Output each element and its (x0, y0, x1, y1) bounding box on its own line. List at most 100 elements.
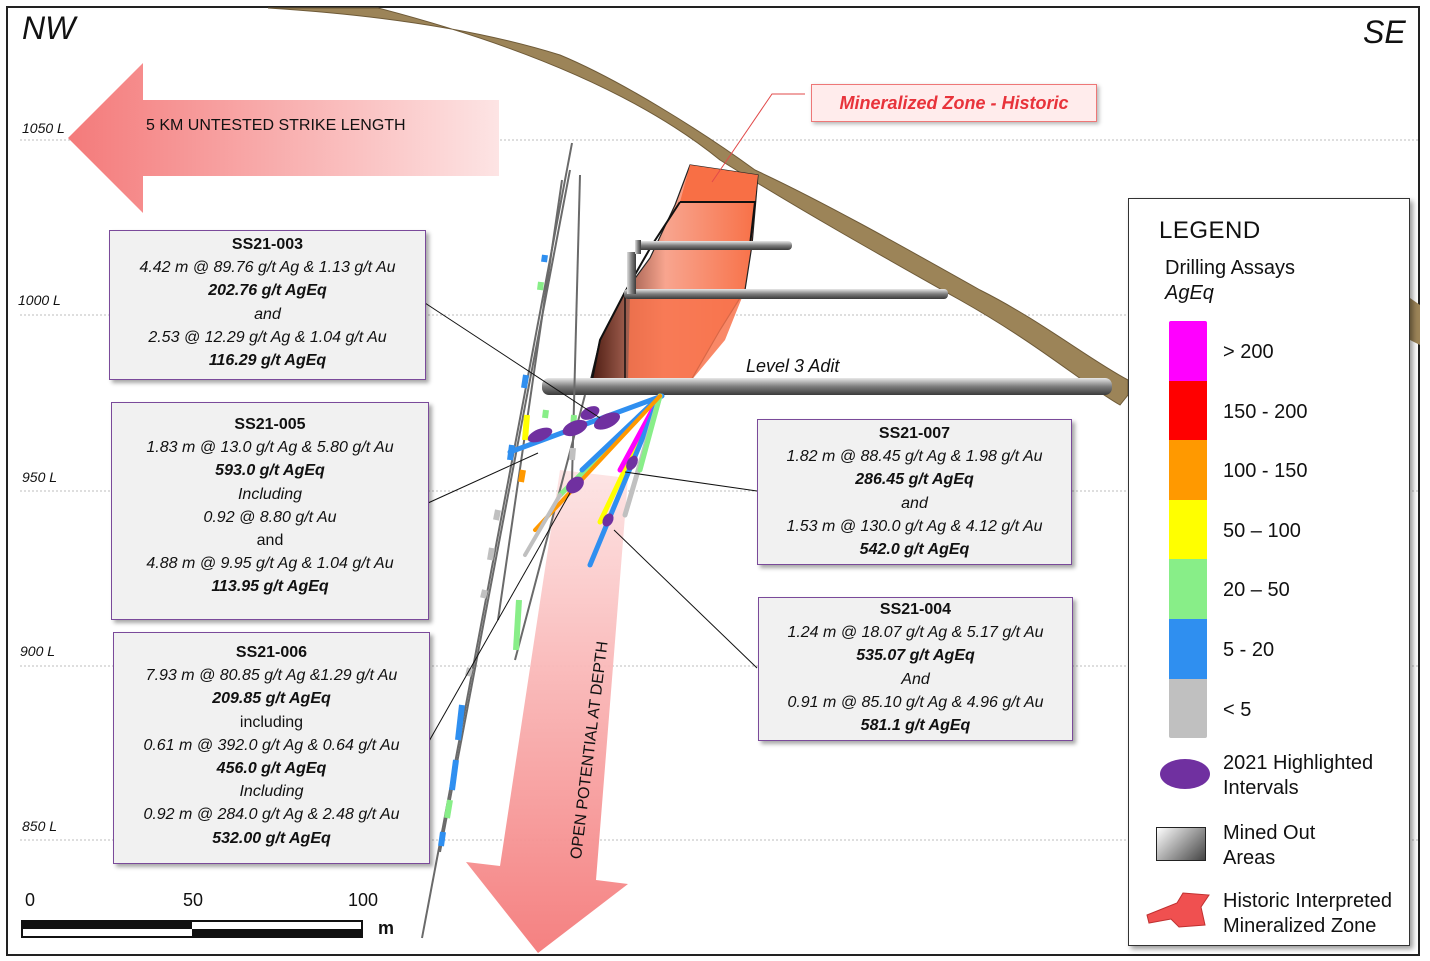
strike-arrow-label: 5 KM UNTESTED STRIKE LENGTH (146, 117, 406, 134)
callout-line: 535.07 g/t AgEq (856, 647, 975, 665)
callout-title: SS21-004 (879, 601, 952, 618)
callout-ss21-006: SS21-006 7.93 m @ 80.85 g/t Ag &1.29 g/t… (113, 632, 430, 864)
leader-ss21-004 (613, 529, 758, 669)
assay-seg (518, 469, 526, 483)
legend-class-label: > 200 (1223, 341, 1274, 363)
legend-historic-line1: Historic Interpreted (1223, 890, 1392, 912)
callout-ss21-005: SS21-005 1.83 m @ 13.0 g/t Ag & 5.80 g/t… (111, 402, 429, 620)
scale-bar-segment-1 (22, 921, 192, 929)
legend-class-label: < 5 (1223, 698, 1252, 721)
highlight-ellipse (626, 455, 638, 471)
legend-swatch (1169, 321, 1207, 381)
callout-line: 0.61 m @ 392.0 g/t Ag & 0.64 g/t Au (143, 736, 400, 754)
drill-fan (507, 393, 665, 568)
assay-seg (493, 509, 501, 521)
fan-hole (637, 393, 663, 473)
level-3-adit (542, 378, 1112, 395)
highlight-ellipse (527, 427, 553, 443)
assay-seg (438, 831, 446, 847)
legend-mined-line2: Areas (1223, 847, 1276, 869)
assay-seg (522, 414, 530, 441)
assay-seg (513, 599, 522, 651)
callout-line: 4.88 m @ 9.95 g/t Ag & 1.04 g/t Au (146, 555, 394, 573)
fan-hole (533, 394, 662, 532)
legend-swatch (1169, 440, 1207, 500)
callout-ss21-007: SS21-007 1.82 m @ 88.45 g/t Ag & 1.98 g/… (757, 419, 1072, 565)
scale-tick-100: 100 (348, 890, 379, 910)
callout-title: SS21-007 (878, 425, 951, 442)
callout-line: including (239, 713, 304, 731)
highlight-ellipse (566, 476, 584, 494)
callout-ss21-004: SS21-004 1.24 m @ 18.07 g/t Ag & 5.17 g/… (758, 597, 1073, 741)
assay-seg (537, 281, 544, 291)
level-label-950: 950 L (22, 469, 58, 485)
legend-subtitle: Drilling Assays (1165, 257, 1296, 279)
highlight-ellipse (602, 513, 614, 527)
historic-swatch-shape (1146, 892, 1210, 928)
callout-line: 0.92 @ 8.80 g/t Au (203, 508, 337, 526)
callout-title: SS21-003 (231, 236, 304, 253)
legend-class-label: 5 - 20 (1223, 639, 1275, 661)
assay-seg (569, 447, 576, 461)
callout-line: Including (239, 783, 304, 801)
callout-title: SS21-005 (234, 416, 306, 433)
callout-leaders (424, 302, 758, 744)
legend-swatch (1169, 559, 1207, 619)
callout-line: 0.92 m @ 284.0 g/t Ag & 2.48 g/t Au (143, 806, 400, 824)
diagram-frame (6, 6, 1420, 956)
raise-1 (627, 252, 636, 294)
level-label-1000: 1000 L (18, 292, 61, 308)
scale-tick-50: 50 (183, 890, 204, 910)
callout-line: 4.42 m @ 89.76 g/t Ag & 1.13 g/t Au (139, 259, 396, 277)
assay-seg (541, 254, 548, 263)
level-label-850: 850 L (22, 818, 58, 834)
legend-swatch (1169, 499, 1207, 560)
depth-arrow (466, 470, 628, 953)
historic-label-leader (711, 93, 805, 183)
legend-highlight-label: 2021 Highlighted Intervals (1223, 751, 1373, 801)
legend-highlight-line2: Intervals (1223, 777, 1299, 799)
legend-class-label: 150 - 200 (1223, 400, 1308, 423)
legend-class-label: 20 – 50 (1223, 579, 1290, 602)
legend-mined-line1: Mined Out (1223, 822, 1316, 844)
assay-seg (487, 547, 495, 561)
leader-ss21-003 (424, 302, 601, 419)
highlight-ellipse (580, 406, 600, 420)
mine-workings (542, 240, 1112, 395)
highlight-swatch-shape (1160, 759, 1210, 789)
raise-2 (635, 240, 641, 254)
callout-ss21-003: SS21-003 4.42 m @ 89.76 g/t Ag & 1.13 g/… (109, 230, 426, 380)
drill-hole-trace-b (439, 169, 571, 853)
assay-seg (542, 409, 549, 419)
level-label-900: 900 L (20, 643, 56, 659)
callout-line: 116.29 g/t AgEq (208, 352, 327, 370)
nw-label: NW (22, 10, 76, 46)
zone-lower-face (628, 290, 745, 382)
callout-line: 456.0 g/t AgEq (216, 760, 327, 778)
legend-class-label: 100 - 150 (1223, 460, 1308, 483)
callout-line: And (901, 670, 930, 688)
topography-surface (267, 7, 1129, 406)
assay-seg (449, 759, 459, 791)
callout-line: 532.00 g/t AgEq (212, 829, 331, 847)
assay-seg (455, 704, 465, 741)
callout-line: 1.82 m @ 88.45 g/t Ag & 1.98 g/t Au (786, 448, 1043, 466)
legend-swatch (1169, 618, 1207, 679)
callout-line: 0.91 m @ 85.10 g/t Ag & 4.96 g/t Au (787, 693, 1044, 711)
legend-title: LEGEND (1159, 217, 1261, 244)
topography-surface-right (1410, 298, 1420, 345)
historic-zone-solid (589, 164, 759, 383)
callout-line: Including (237, 485, 303, 503)
historic-zone-swatch (1146, 892, 1210, 928)
legend-historic-label: Historic Interpreted Mineralized Zone (1223, 889, 1392, 939)
callout-line: 2.53 @ 12.29 g/t Ag & 1.04 g/t Au (148, 328, 387, 346)
legend-swatch (1169, 678, 1207, 739)
callout-line: 209.85 g/t AgEq (212, 690, 331, 708)
fan-hole (523, 493, 562, 557)
callout-line: 1.24 m @ 18.07 g/t Ag & 5.17 g/t Au (787, 624, 1044, 642)
legend-historic-line2: Mineralized Zone (1223, 915, 1377, 937)
strike-arrow (68, 63, 499, 213)
legend-mined-label: Mined Out Areas (1223, 821, 1315, 871)
